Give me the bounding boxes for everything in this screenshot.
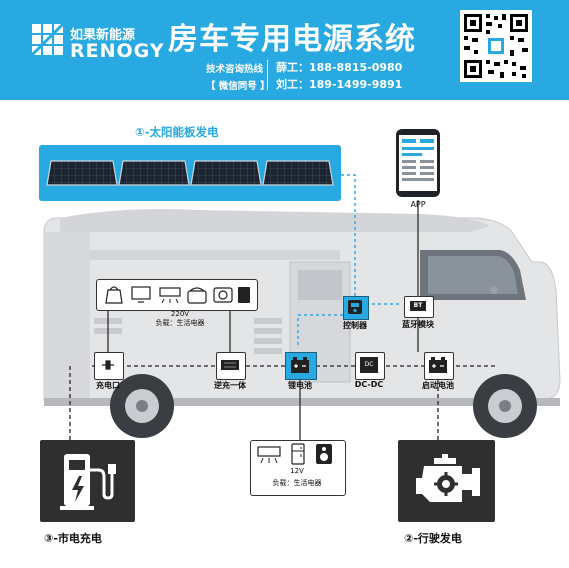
phone-contact-1: 薛工：188-8815-0980 <box>276 61 403 74</box>
battery-station-icon <box>238 287 250 303</box>
solar-panel <box>190 160 262 186</box>
rice-cooker-icon <box>187 287 207 304</box>
dcdc-label: DC-DC <box>354 380 384 389</box>
charge-port-label: 充电口 <box>96 381 120 390</box>
dcdc-icon: DC <box>360 357 378 373</box>
load-12v-desc: 负载：生活电器 <box>272 479 322 487</box>
solar-panels-icon <box>46 160 334 186</box>
wheel-icon <box>473 374 537 438</box>
solar-generation-label: ①-太阳能板发电 <box>135 125 219 139</box>
header-divider <box>267 60 268 90</box>
solar-panel <box>46 160 118 186</box>
kettle-icon <box>105 286 123 304</box>
battery-icon <box>291 357 309 373</box>
driving-generation-label: ②-行驶发电 <box>404 532 462 545</box>
load-220v-voltage: 220V <box>170 310 190 318</box>
wheel-icon <box>110 374 174 438</box>
tv-icon <box>131 286 151 303</box>
solar-panel <box>118 160 190 186</box>
solar-panel <box>262 160 334 186</box>
controller-label: 控制器 <box>343 321 367 330</box>
engine-icon <box>416 454 480 502</box>
inverter-label: 逆充一体 <box>214 381 246 390</box>
ev-charger-icon <box>60 454 116 510</box>
brand-name-cn: 如果新能源 <box>70 28 136 43</box>
qr-code-icon[interactable] <box>460 10 532 82</box>
load-220v-desc: 负载：生活电器 <box>155 319 205 327</box>
air-conditioner-icon <box>159 287 181 304</box>
start-battery-icon <box>429 357 447 373</box>
bluetooth-module-label: 蓝牙模块 <box>402 320 434 329</box>
mains-charging-label: ③-市电充电 <box>44 532 102 545</box>
inverter-icon <box>221 360 239 370</box>
consult-hotline-label: 技术咨询热线 <box>206 64 264 75</box>
wechat-label: 【 微信同号 】 <box>206 81 270 92</box>
load-220v-box <box>96 279 258 311</box>
bluetooth-icon: BT <box>410 301 426 311</box>
load-12v-voltage: 12V <box>290 467 304 475</box>
speaker-icon <box>316 444 332 464</box>
load-12v-box <box>250 440 346 496</box>
lithium-battery-label: 锂电池 <box>288 381 312 390</box>
air-conditioner-icon <box>257 446 281 464</box>
home-appliances-icon <box>105 286 250 304</box>
dc-appliances-icon <box>257 443 332 465</box>
renogy-logo-icon <box>30 22 65 57</box>
smartphone-app-icon[interactable] <box>395 128 441 198</box>
start-battery-label: 启动电池 <box>422 381 454 390</box>
microwave-icon <box>213 287 233 303</box>
plug-icon <box>102 360 114 370</box>
page-title: 房车专用电源系统 <box>168 22 416 57</box>
controller-icon <box>348 300 362 314</box>
brand-name-en: RENOGY <box>70 40 165 62</box>
fridge-icon <box>291 443 305 465</box>
app-label: APP <box>410 200 426 209</box>
phone-contact-2: 刘工：189-1499-9891 <box>276 78 403 91</box>
